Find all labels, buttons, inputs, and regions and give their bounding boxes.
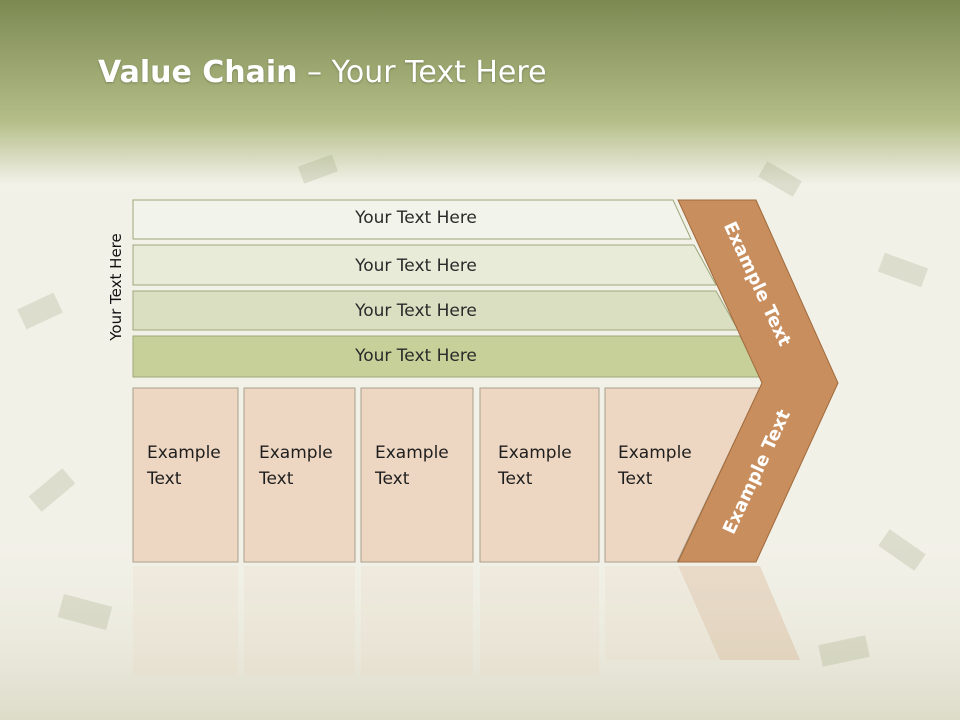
box-3-line1: Example [375, 443, 449, 463]
box-2-line1: Example [259, 443, 333, 463]
side-label: Your Text Here [107, 233, 125, 341]
box-2-label: Example Text [259, 440, 333, 492]
box-3-line2: Text [375, 469, 410, 489]
box-5-line2: Text [618, 469, 653, 489]
title-bold: Value Chain [98, 55, 298, 90]
bar-2 [132, 244, 717, 286]
box-2 [243, 387, 356, 563]
box-4 [479, 387, 600, 563]
box-5-label: Example Text [618, 440, 692, 492]
bar-1 [132, 199, 692, 240]
box-5-line1: Example [618, 443, 692, 463]
box-1-line1: Example [147, 443, 221, 463]
title-rest: – Your Text Here [297, 55, 547, 90]
box-1-label: Example Text [147, 440, 221, 492]
reflection [133, 566, 800, 676]
bar-2-label: Your Text Here [355, 256, 477, 276]
box-4-line1: Example [498, 443, 572, 463]
money-pile-decoration [17, 154, 929, 667]
bar-4-label: Your Text Here [355, 346, 477, 366]
chevron-arrow [677, 199, 839, 563]
box-3-label: Example Text [375, 440, 449, 492]
bar-3-label: Your Text Here [355, 301, 477, 321]
box-2-line2: Text [259, 469, 294, 489]
box-1 [132, 387, 239, 563]
box-1-line2: Text [147, 469, 182, 489]
box-4-line2: Text [498, 469, 533, 489]
slide-title: Value Chain – Your Text Here [98, 55, 547, 90]
bar-1-label: Your Text Here [355, 208, 477, 228]
box-4-label: Example Text [498, 440, 572, 492]
box-5 [604, 387, 761, 563]
box-3 [360, 387, 474, 563]
